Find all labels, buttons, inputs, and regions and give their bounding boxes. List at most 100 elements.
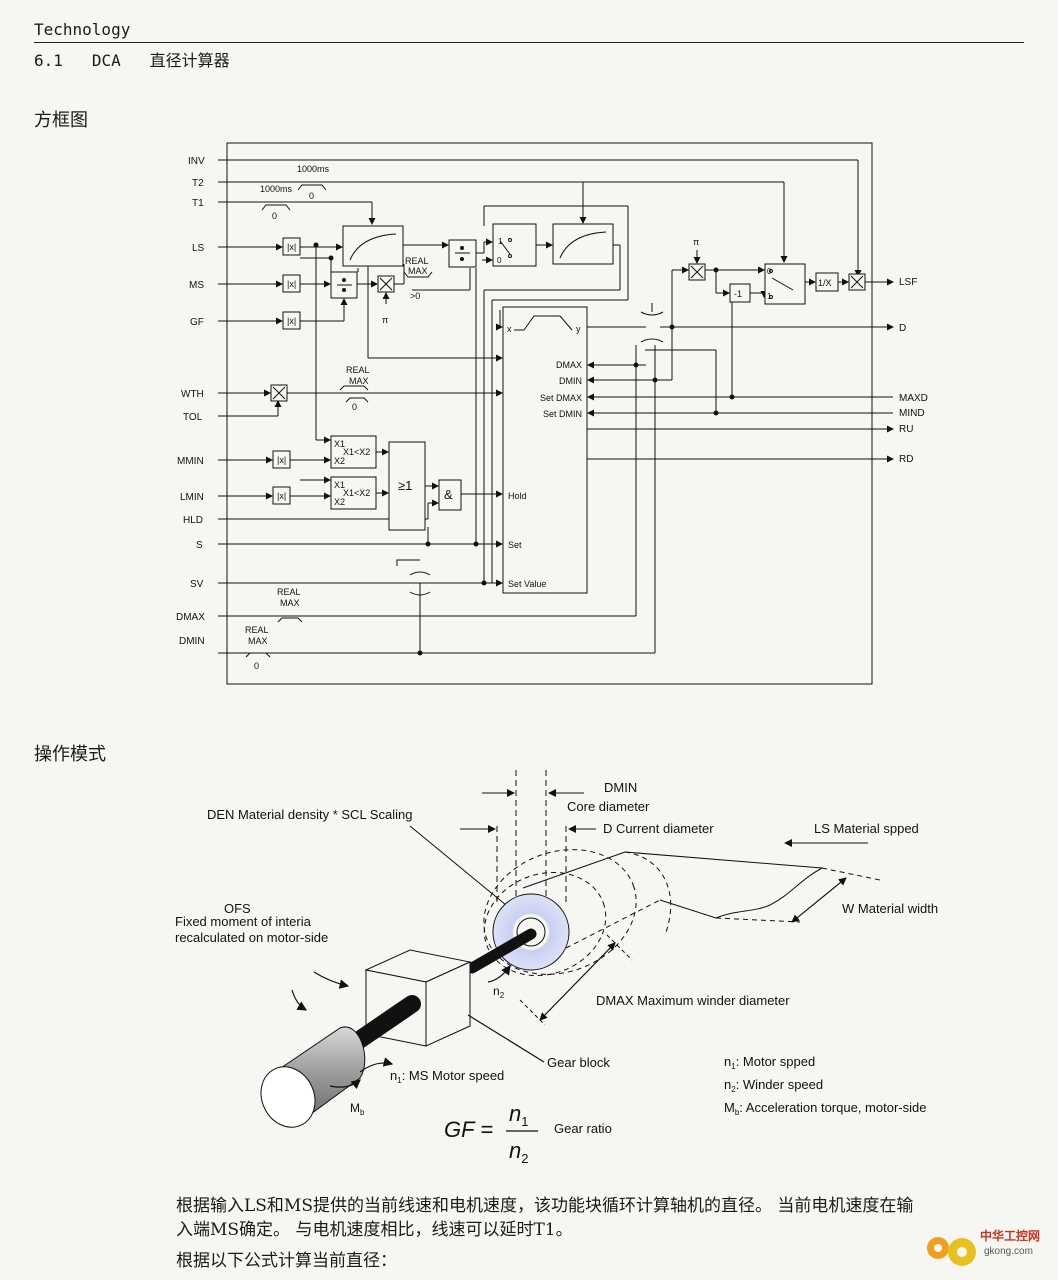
port-y: y — [576, 324, 581, 334]
port-set-dmax: Set DMAX — [540, 393, 582, 403]
max-label-4: MAX — [248, 636, 268, 646]
gkong-logo: 中华工控网 gkong.com — [927, 1228, 1040, 1266]
zero-label-4: 0 — [254, 661, 259, 671]
pi-label-1: π — [382, 315, 388, 325]
label-gear-block: Gear block — [547, 1055, 610, 1070]
watermark-url: gkong.com — [984, 1246, 1033, 1257]
legend-n2: n2: Winder speed — [724, 1077, 823, 1094]
watermark-cn: 中华工控网 — [980, 1228, 1040, 1243]
cmp2-rel: X1<X2 — [343, 488, 370, 498]
page-header-title: Technology — [34, 20, 131, 39]
cmp1-x2: X2 — [334, 456, 345, 466]
abs-ls: |x| — [287, 242, 296, 252]
section-title: 6.1 DCA 直径计算器 — [34, 47, 230, 71]
input-dmin: DMIN — [179, 636, 205, 647]
label-n2: n2 — [493, 984, 505, 1000]
sw1-label-1: 1 — [498, 237, 503, 246]
label-d-current: D Current diameter — [603, 821, 714, 836]
label-dmax: DMAX Maximum winder diameter — [596, 993, 790, 1008]
port-hold: Hold — [508, 491, 527, 501]
sw2-label-0: 0 — [767, 267, 772, 276]
real-label-3: REAL — [277, 587, 301, 597]
input-ms: MS — [189, 280, 204, 291]
reciprocal-label: 1/X — [818, 278, 832, 288]
header-rule — [34, 42, 1024, 43]
legend-mb: Mb: Acceleration torque, motor-side — [724, 1100, 926, 1117]
t2-time-label: 1000ms — [297, 164, 330, 174]
formula-caption: Gear ratio — [554, 1121, 612, 1136]
abs-mmin: |x| — [277, 455, 286, 465]
max-label-2: MAX — [349, 376, 369, 386]
and-gate-label: & — [444, 487, 453, 502]
description-line-3: 根据以下公式计算当前直径： — [176, 1251, 397, 1271]
section-name: 直径计算器 — [149, 51, 230, 70]
cmp1-rel: X1<X2 — [343, 447, 370, 457]
label-fixed-moment: Fixed moment of interia — [175, 914, 312, 929]
operating-mode-heading: 操作模式 — [34, 744, 106, 765]
description-line-2: 入端MS确定。 与电机速度相比，线速可以延时T1。 — [176, 1220, 573, 1240]
real-label-2: REAL — [346, 365, 370, 375]
gt0-label: >0 — [410, 291, 420, 301]
output-ru: RU — [899, 424, 913, 435]
port-dmax: DMAX — [556, 360, 582, 370]
input-sv: SV — [190, 579, 204, 590]
port-dmin: DMIN — [559, 376, 582, 386]
output-lsf: LSF — [899, 277, 917, 288]
input-inv: INV — [188, 156, 205, 167]
real-label-1: REAL — [405, 256, 429, 266]
input-mmin: MMIN — [177, 456, 204, 467]
input-ls: LS — [192, 243, 205, 254]
max-label-3: MAX — [280, 598, 300, 608]
label-core-diameter: Core diameter — [567, 799, 650, 814]
port-set-value: Set Value — [508, 579, 546, 589]
zero-label-2: 0 — [352, 402, 357, 412]
formula-numerator: n1 — [509, 1101, 528, 1129]
output-rd: RD — [899, 454, 913, 465]
minus-one-label: -1 — [734, 289, 742, 299]
pi-label-2: π — [693, 237, 699, 247]
input-t2: T2 — [192, 178, 204, 189]
input-t1: T1 — [192, 198, 204, 209]
formula-lhs: GF = — [444, 1117, 493, 1142]
abs-gf: |x| — [287, 316, 296, 326]
description-line-1: 根据输入LS和MS提供的当前线速和电机速度，该功能块循环计算轴机的直径。 当前电… — [176, 1196, 914, 1216]
cmp2-x1: X1 — [334, 480, 345, 490]
label-dmin: DMIN — [604, 780, 637, 795]
t2-zero-label: 0 — [309, 191, 314, 201]
abs-ms: |x| — [287, 279, 296, 289]
input-lmin: LMIN — [180, 492, 204, 503]
max-label-1: MAX — [408, 266, 428, 276]
label-ofs: OFS — [224, 901, 251, 916]
label-recalculated: recalculated on motor-side — [175, 930, 328, 945]
label-n1-ms: n1: MS Motor speed — [390, 1068, 504, 1085]
block-diagram: INV T2 T1 LS MS GF WTH TOL MMIN LMIN HLD… — [176, 142, 928, 685]
label-ls: LS Material spped — [814, 821, 919, 836]
input-gf: GF — [190, 317, 204, 328]
t1-zero-label: 0 — [272, 211, 277, 221]
input-tol: TOL — [183, 412, 203, 423]
cmp2-x2: X2 — [334, 497, 345, 507]
output-mind: MIND — [899, 408, 925, 419]
abs-lmin: |x| — [277, 491, 286, 501]
legend-n1: n1: Motor spped — [724, 1054, 815, 1071]
label-mb: Mb — [350, 1101, 365, 1117]
sw2-label-1: 1 — [767, 292, 772, 301]
output-maxd: MAXD — [899, 393, 928, 404]
section-code: DCA — [91, 51, 121, 70]
t1-time-label: 1000ms — [260, 184, 293, 194]
formula-denominator: n2 — [509, 1138, 528, 1166]
output-d: D — [899, 323, 906, 334]
port-set: Set — [508, 540, 522, 550]
cmp1-x1: X1 — [334, 439, 345, 449]
real-label-4: REAL — [245, 625, 269, 635]
port-x: x — [507, 324, 512, 334]
section-number: 6.1 — [34, 51, 63, 70]
input-hld: HLD — [183, 515, 203, 526]
label-w: W Material width — [842, 901, 938, 916]
port-set-dmin: Set DMIN — [543, 409, 582, 419]
input-s: S — [196, 540, 203, 551]
input-dmax: DMAX — [176, 612, 205, 623]
label-den: DEN Material density * SCL Scaling — [207, 807, 412, 822]
block-diagram-heading: 方框图 — [34, 110, 88, 131]
